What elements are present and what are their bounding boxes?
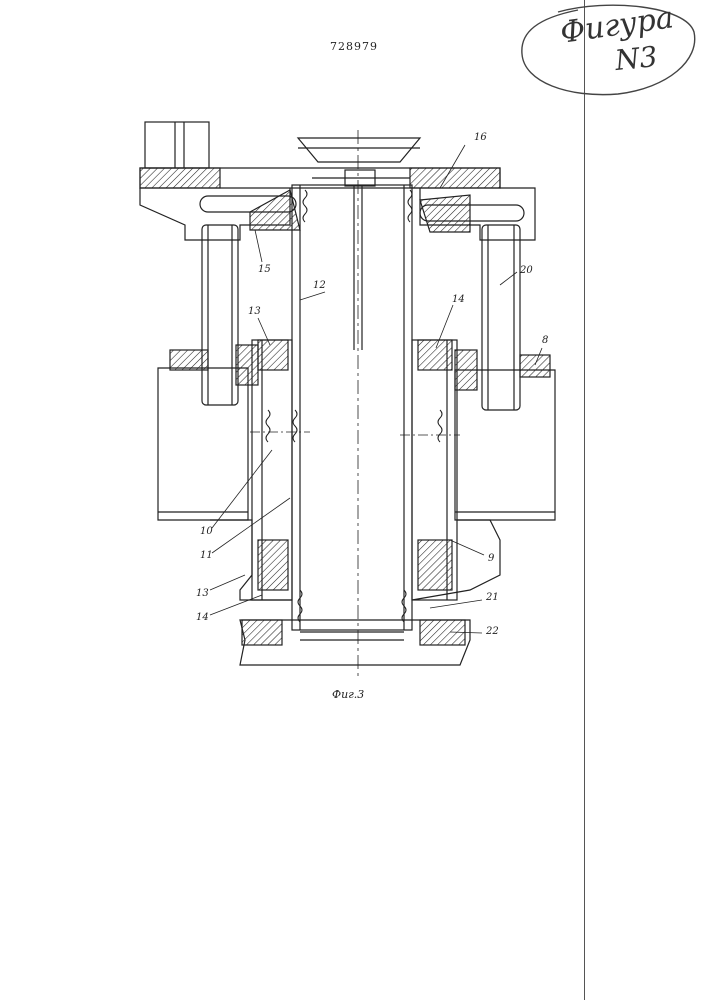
label-13-lower: 13 xyxy=(196,588,209,599)
label-20: 20 xyxy=(520,265,533,276)
label-21: 21 xyxy=(486,592,499,603)
label-12: 12 xyxy=(313,280,326,291)
label-16: 16 xyxy=(474,132,487,143)
label-14-lower: 14 xyxy=(196,612,209,623)
label-14-upper: 14 xyxy=(452,294,465,305)
figure-caption: Фиг.3 xyxy=(332,688,364,701)
label-15: 15 xyxy=(258,264,271,275)
label-22: 22 xyxy=(486,626,499,637)
motor-block xyxy=(145,122,209,168)
label-13-upper: 13 xyxy=(248,306,261,317)
label-10: 10 xyxy=(200,526,213,537)
label-8: 8 xyxy=(542,335,548,346)
label-9: 9 xyxy=(488,553,494,564)
label-11: 11 xyxy=(200,550,213,561)
